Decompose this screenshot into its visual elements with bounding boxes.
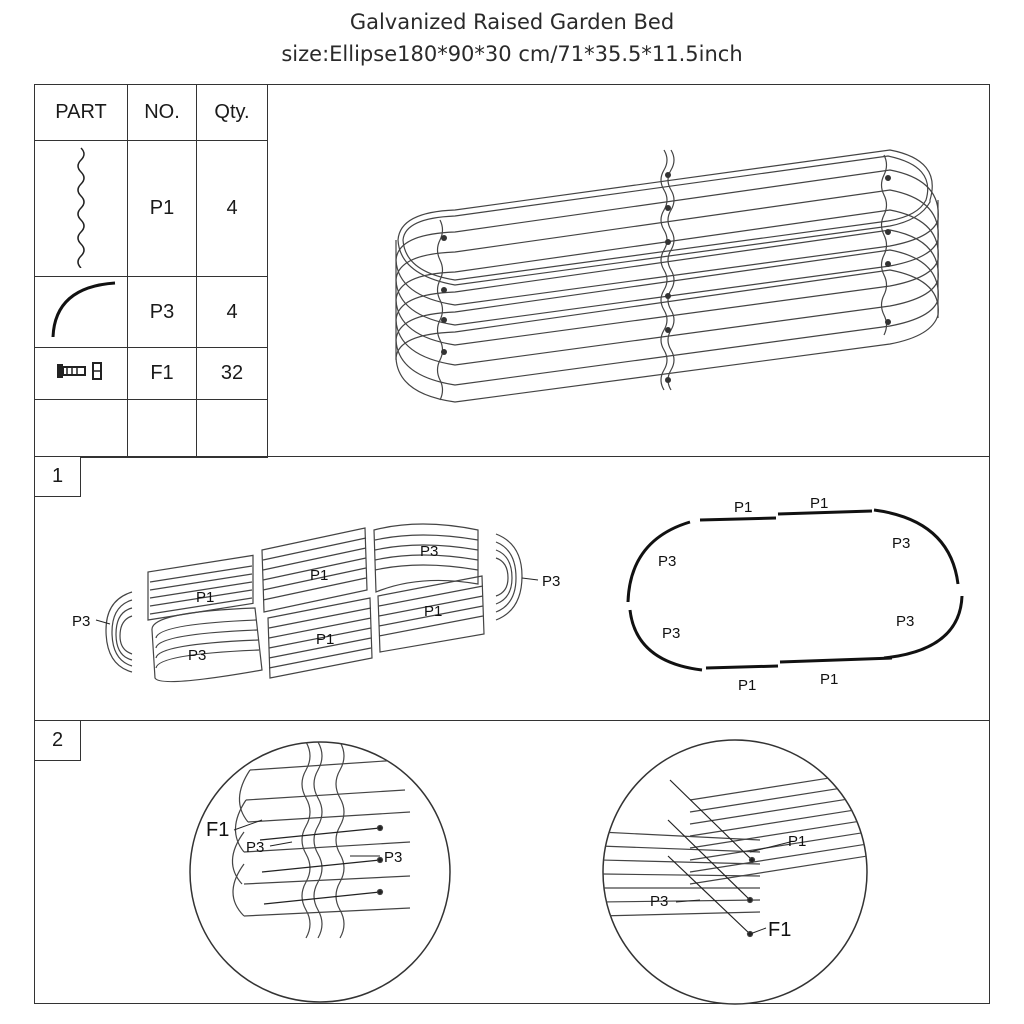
header-part: PART bbox=[34, 84, 128, 141]
leader-lines bbox=[95, 577, 791, 935]
panel-p1-left-back bbox=[147, 554, 254, 621]
diagram-frame bbox=[34, 84, 990, 1004]
panel-p3-right-back bbox=[373, 523, 479, 593]
part-qty-p1: 4 bbox=[196, 140, 268, 277]
part-qty-p3: 4 bbox=[196, 276, 268, 348]
panel-p3-right-end bbox=[495, 533, 523, 621]
empty-cell bbox=[196, 399, 268, 458]
step1-exploded-labels: P3 P1 P3 P1 P1 P3 P1 P3 bbox=[72, 543, 560, 664]
layout-label-top-left: P1 bbox=[734, 499, 752, 516]
diagram-title: Galvanized Raised Garden Bed bbox=[349, 10, 675, 34]
part-number-f1: F1 bbox=[127, 347, 197, 400]
parts-table: PART NO. Qty. P1 4 P3 4 bbox=[34, 84, 268, 458]
part-number-p3: P3 bbox=[127, 276, 197, 348]
detail-right-label-p1: P1 bbox=[788, 833, 806, 850]
divider-step-1 bbox=[34, 456, 990, 457]
detail-right-label-p3: P3 bbox=[650, 893, 668, 910]
detail-left-label-p3-right: P3 bbox=[384, 849, 402, 866]
layout-label-right-top: P3 bbox=[892, 535, 910, 552]
step-number-1: 1 bbox=[35, 457, 81, 497]
panel-p1-center-back bbox=[261, 527, 368, 613]
label-p1-center-front: P1 bbox=[316, 631, 334, 648]
detail-right-label-f1: F1 bbox=[768, 919, 791, 941]
exploded-panels-illustration bbox=[105, 523, 523, 683]
divider-step-2 bbox=[34, 720, 990, 721]
label-p1-center-back: P1 bbox=[310, 567, 328, 584]
assembled-bed-illustration bbox=[395, 149, 939, 403]
step-number-2: 2 bbox=[35, 721, 81, 761]
wavy-panel-icon bbox=[34, 140, 128, 277]
layout-label-top-right: P1 bbox=[810, 495, 828, 512]
layout-label-bottom-left: P1 bbox=[738, 677, 756, 694]
label-p1-left-back: P1 bbox=[196, 589, 214, 606]
detail-left-label-f1: F1 bbox=[206, 819, 229, 841]
label-p3-left-end: P3 bbox=[72, 613, 90, 630]
label-p3-right-back: P3 bbox=[420, 543, 438, 560]
empty-cell bbox=[127, 399, 197, 458]
oval-layout-illustration bbox=[626, 508, 964, 672]
panel-p1-center-front bbox=[267, 597, 373, 679]
label-p3-left-front: P3 bbox=[188, 647, 206, 664]
part-number-p1: P1 bbox=[127, 140, 197, 277]
step2-labels: F1 P3 P3 P1 P3 F1 bbox=[206, 819, 806, 941]
label-p3-right-end: P3 bbox=[542, 573, 560, 590]
panel-p3-left-end bbox=[105, 591, 133, 673]
curved-panel-icon bbox=[34, 276, 128, 348]
layout-label-left-bottom: P3 bbox=[662, 625, 680, 642]
layout-label-left-top: P3 bbox=[658, 553, 676, 570]
bolt-nut-icon bbox=[34, 347, 128, 400]
step1-layout-labels: P1 P1 P3 P3 P3 P3 P1 P1 bbox=[658, 495, 914, 694]
detail-right-illustration bbox=[602, 739, 868, 1005]
layout-label-bottom-right: P1 bbox=[820, 671, 838, 688]
size-spec: size:Ellipse180*90*30 cm/71*35.5*11.5inc… bbox=[281, 42, 743, 66]
empty-cell bbox=[34, 399, 128, 458]
label-p1-right-front: P1 bbox=[424, 603, 442, 620]
layout-label-right-bottom: P3 bbox=[896, 613, 914, 630]
panel-p3-left-front bbox=[151, 607, 263, 683]
detail-left-label-p3-left: P3 bbox=[246, 839, 264, 856]
panel-p1-right-front bbox=[377, 575, 485, 653]
detail-left-illustration bbox=[189, 741, 451, 1003]
header-qty: Qty. bbox=[196, 84, 268, 141]
